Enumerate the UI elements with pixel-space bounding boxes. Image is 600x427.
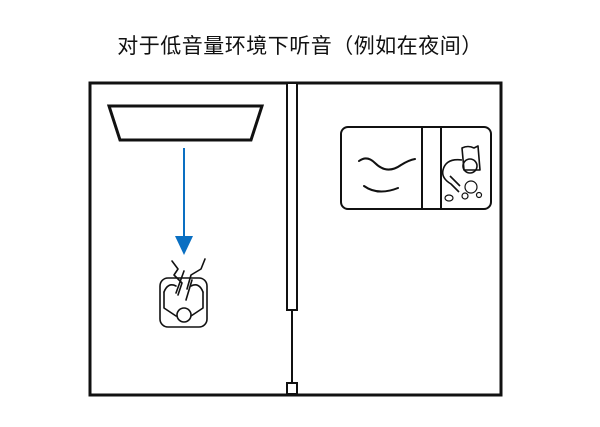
bed-icon	[340, 126, 492, 210]
sound-arrow-icon	[175, 148, 193, 255]
tv-icon	[106, 104, 265, 142]
diagram-title: 对于低音量环境下听音（例如在夜间）	[117, 34, 483, 58]
sleeping-person-icon	[441, 145, 483, 202]
door-post	[286, 382, 298, 395]
seated-listener-icon	[159, 258, 208, 328]
wall-divider	[286, 82, 298, 311]
